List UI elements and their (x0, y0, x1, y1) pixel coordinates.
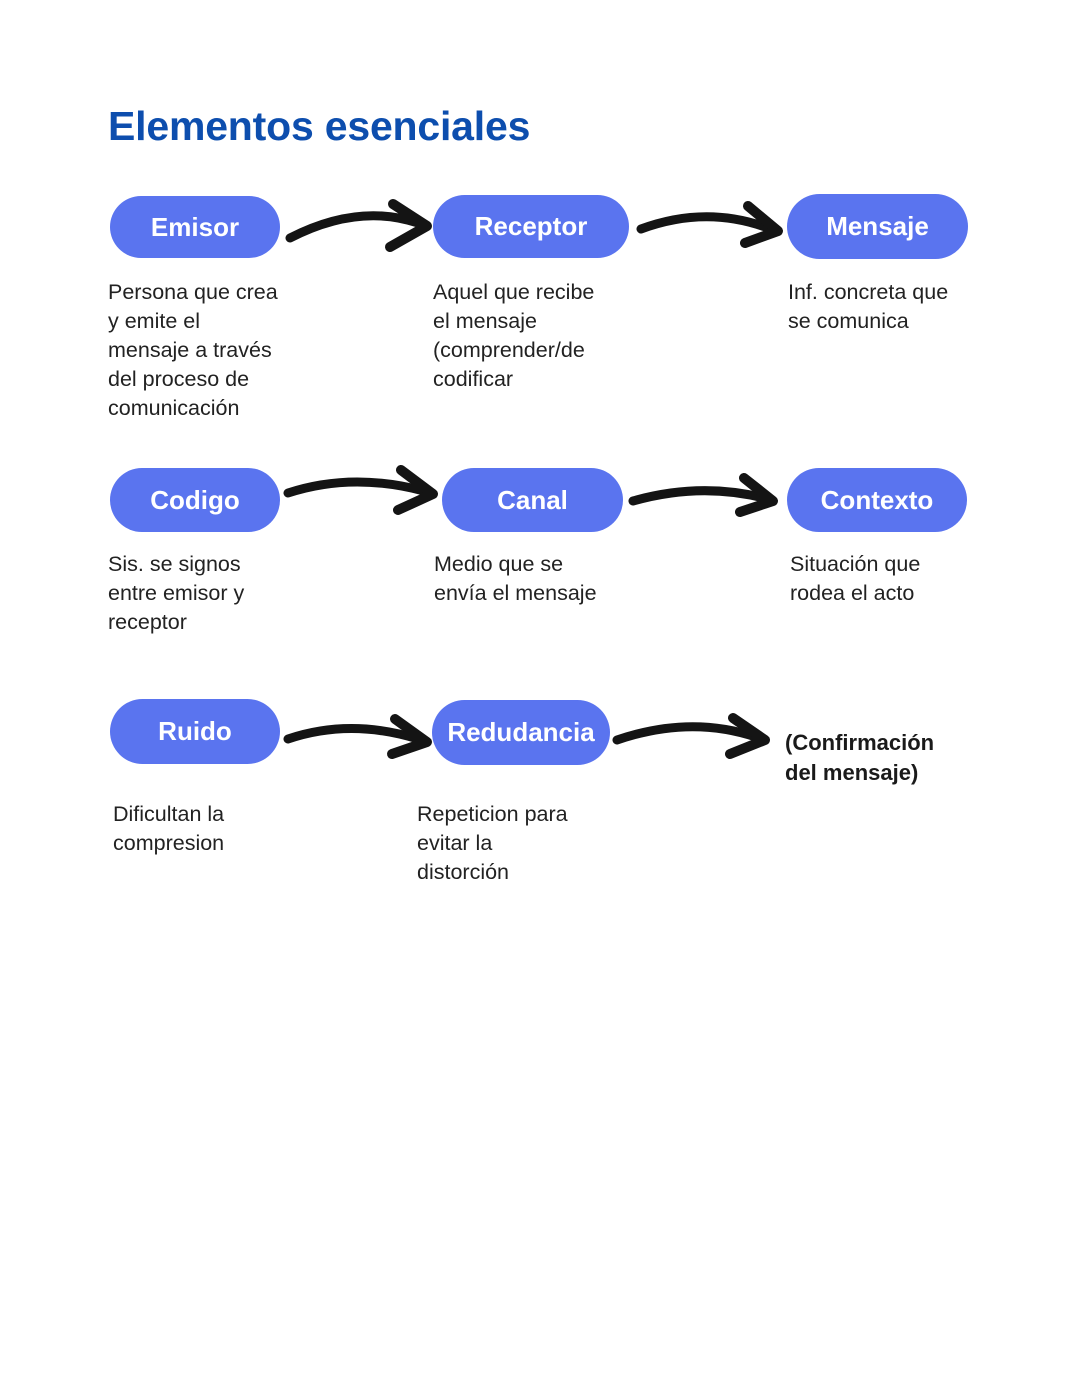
node-pill-emisor: Emisor (110, 196, 280, 258)
node-pill-mensaje: Mensaje (787, 194, 968, 259)
node-pill-contexto: Contexto (787, 468, 967, 532)
arrow-canal-contexto (628, 473, 778, 517)
arrow-ruido-redudancia (283, 714, 432, 759)
arrow-codigo-canal (283, 465, 438, 515)
node-desc-emisor: Persona que crea y emite el mensaje a tr… (108, 280, 278, 420)
node-desc-ruido: Dificultan la compresion (113, 802, 225, 855)
node-desc-redudancia: Repeticion para evitar la distorción (417, 802, 568, 884)
arrow-redudancia-confirmacion (612, 713, 770, 759)
node-desc-codigo: Sis. se signos entre emisor y receptor (108, 552, 245, 634)
node-pill-receptor: Receptor (433, 195, 629, 258)
node-desc-canal: Medio que se envía el mensaje (434, 552, 597, 605)
node-pill-codigo: Codigo (110, 468, 280, 532)
node-desc-receptor: Aquel que recibe el mensaje (comprender/… (433, 280, 595, 391)
node-desc-mensaje: Inf. concreta que se comunica (788, 280, 949, 333)
node-pill-canal: Canal (442, 468, 623, 532)
arrow-receptor-mensaje (636, 201, 783, 248)
confirmation-note: (Confirmación del mensaje) (785, 730, 935, 785)
node-pill-ruido: Ruido (110, 699, 280, 764)
page-title: Elementos esenciales (108, 103, 531, 149)
node-pill-redudancia: Redudancia (432, 700, 610, 765)
arrow-emisor-receptor (285, 199, 432, 252)
node-desc-contexto: Situación que rodea el acto (790, 552, 921, 605)
